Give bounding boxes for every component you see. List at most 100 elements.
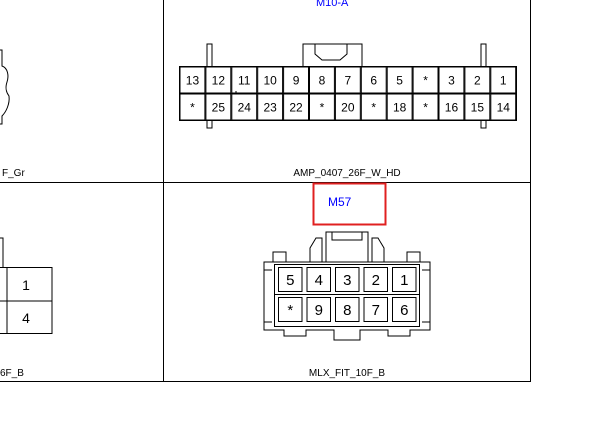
top-right-left-post	[206, 43, 213, 66]
pin-cavity	[360, 93, 387, 121]
pin-cavity	[392, 267, 417, 292]
pin-cavity	[179, 93, 206, 121]
pin-cavity	[412, 66, 439, 94]
pin-number: 7	[372, 302, 380, 319]
pin-cavity	[257, 93, 284, 121]
pin-number: 1	[400, 272, 408, 289]
pin-cavity	[392, 297, 417, 322]
pin-number: 8	[343, 302, 351, 319]
pin-cavity	[334, 93, 361, 121]
pin-number: 13	[186, 73, 200, 87]
pin-cavity	[490, 66, 517, 94]
top-right-connector-code: M10-A	[316, 0, 349, 9]
bottom-right-caption: MLX_FIT_10F_B	[309, 368, 385, 379]
pin-cavity	[360, 66, 387, 94]
top-right-right-post-bottom	[480, 120, 487, 129]
empty-pin-marker: *	[423, 100, 428, 114]
pin-cavity	[335, 297, 360, 322]
pin-number: 12	[212, 73, 226, 87]
pin-cavity	[386, 66, 413, 94]
bottom-right-connector-shell	[263, 261, 431, 341]
bottom-left-tab	[0, 237, 4, 268]
top-right-right-post	[480, 43, 487, 66]
pin-cavity	[179, 66, 206, 94]
pin-cavity	[309, 66, 335, 94]
pin-number: 10	[263, 73, 277, 87]
pin-number: 6	[400, 302, 408, 319]
pin-number: 22	[289, 100, 303, 114]
pin-cavity	[412, 93, 439, 121]
pin-cavity	[306, 297, 331, 322]
pin-number: 1	[500, 73, 507, 87]
pin-cavity	[438, 66, 465, 94]
empty-pin-marker: *	[287, 302, 293, 319]
bottom-right-row-2: * 9 8 7 6	[278, 297, 417, 322]
pin-cavity	[257, 66, 284, 94]
pin-cavity	[205, 93, 232, 121]
bottom-right-left-latch	[309, 237, 323, 262]
top-right-latch	[314, 44, 348, 61]
pin-cavity	[231, 66, 258, 94]
empty-pin-marker: *	[320, 100, 325, 114]
pin-cavity	[363, 267, 388, 292]
bottom-right-latch-housing	[325, 231, 369, 262]
bottom-right-connector-code: M57	[328, 195, 352, 209]
top-right-caption: AMP_0407_26F_W_HD	[293, 168, 400, 179]
pin-cavity	[306, 267, 331, 292]
bottom-right-connector-body	[274, 264, 420, 327]
bottom-right-right-ear	[406, 251, 421, 262]
pin-number: 2	[372, 272, 380, 289]
pin-number: 8	[319, 73, 326, 87]
pin-number: 5	[396, 73, 403, 87]
pin-number: 11	[238, 73, 251, 87]
pin-number: 3	[448, 73, 455, 87]
bottom-left-caption: 6F_B	[0, 368, 24, 379]
empty-pin-marker: *	[371, 100, 376, 114]
pin-number: 20	[341, 100, 355, 114]
pin-cavity	[334, 66, 361, 94]
top-right-latch-housing	[302, 43, 363, 66]
pin-cavity	[231, 93, 258, 121]
bottom-left-connector	[0, 237, 53, 334]
pin-number: 7	[345, 73, 352, 87]
pin-number: 6	[370, 73, 377, 87]
pin-number: 18	[393, 100, 407, 114]
bottom-right-right-latch	[371, 237, 385, 262]
pin-number: 9	[315, 302, 323, 319]
pin-cavity	[386, 93, 413, 121]
pin-cavity	[283, 66, 310, 94]
pin-cavity	[363, 297, 388, 322]
pin-cavity	[464, 93, 491, 121]
pin-number: 23	[263, 100, 277, 114]
pin-number: 2	[474, 73, 481, 87]
pin-cavity	[278, 297, 303, 322]
top-right-row-1: 13 12 11 10 9 8 7 6 5 * 3 2 1	[179, 66, 517, 94]
top-left-caption: F_Gr	[2, 168, 25, 179]
pin-number: 9	[293, 73, 300, 87]
bottom-right-left-ear	[272, 251, 287, 262]
bottom-right-connector	[263, 231, 431, 341]
pin-cavity	[335, 267, 360, 292]
pin-cavity	[309, 93, 335, 121]
top-right-left-post-bottom	[206, 120, 213, 129]
pin-cavity	[278, 267, 303, 292]
pin-cavity	[490, 93, 517, 121]
pin-number: 5	[286, 272, 294, 289]
bottom-left-pin: 1	[22, 277, 30, 293]
pin-number: 24	[238, 100, 252, 114]
top-left-connector-outline	[0, 49, 10, 125]
empty-pin-marker: *	[423, 73, 428, 87]
pin-number: 3	[343, 272, 351, 289]
pin-cavity	[438, 93, 465, 121]
pin-number: 16	[445, 100, 459, 114]
pin-number: 14	[497, 100, 511, 114]
pin-cavity	[205, 66, 232, 94]
pin-cavity	[283, 93, 310, 121]
top-left-connector	[0, 49, 10, 125]
pin-number: 15	[471, 100, 485, 114]
bottom-left-pin: 4	[22, 310, 30, 326]
pin-number: 25	[212, 100, 226, 114]
